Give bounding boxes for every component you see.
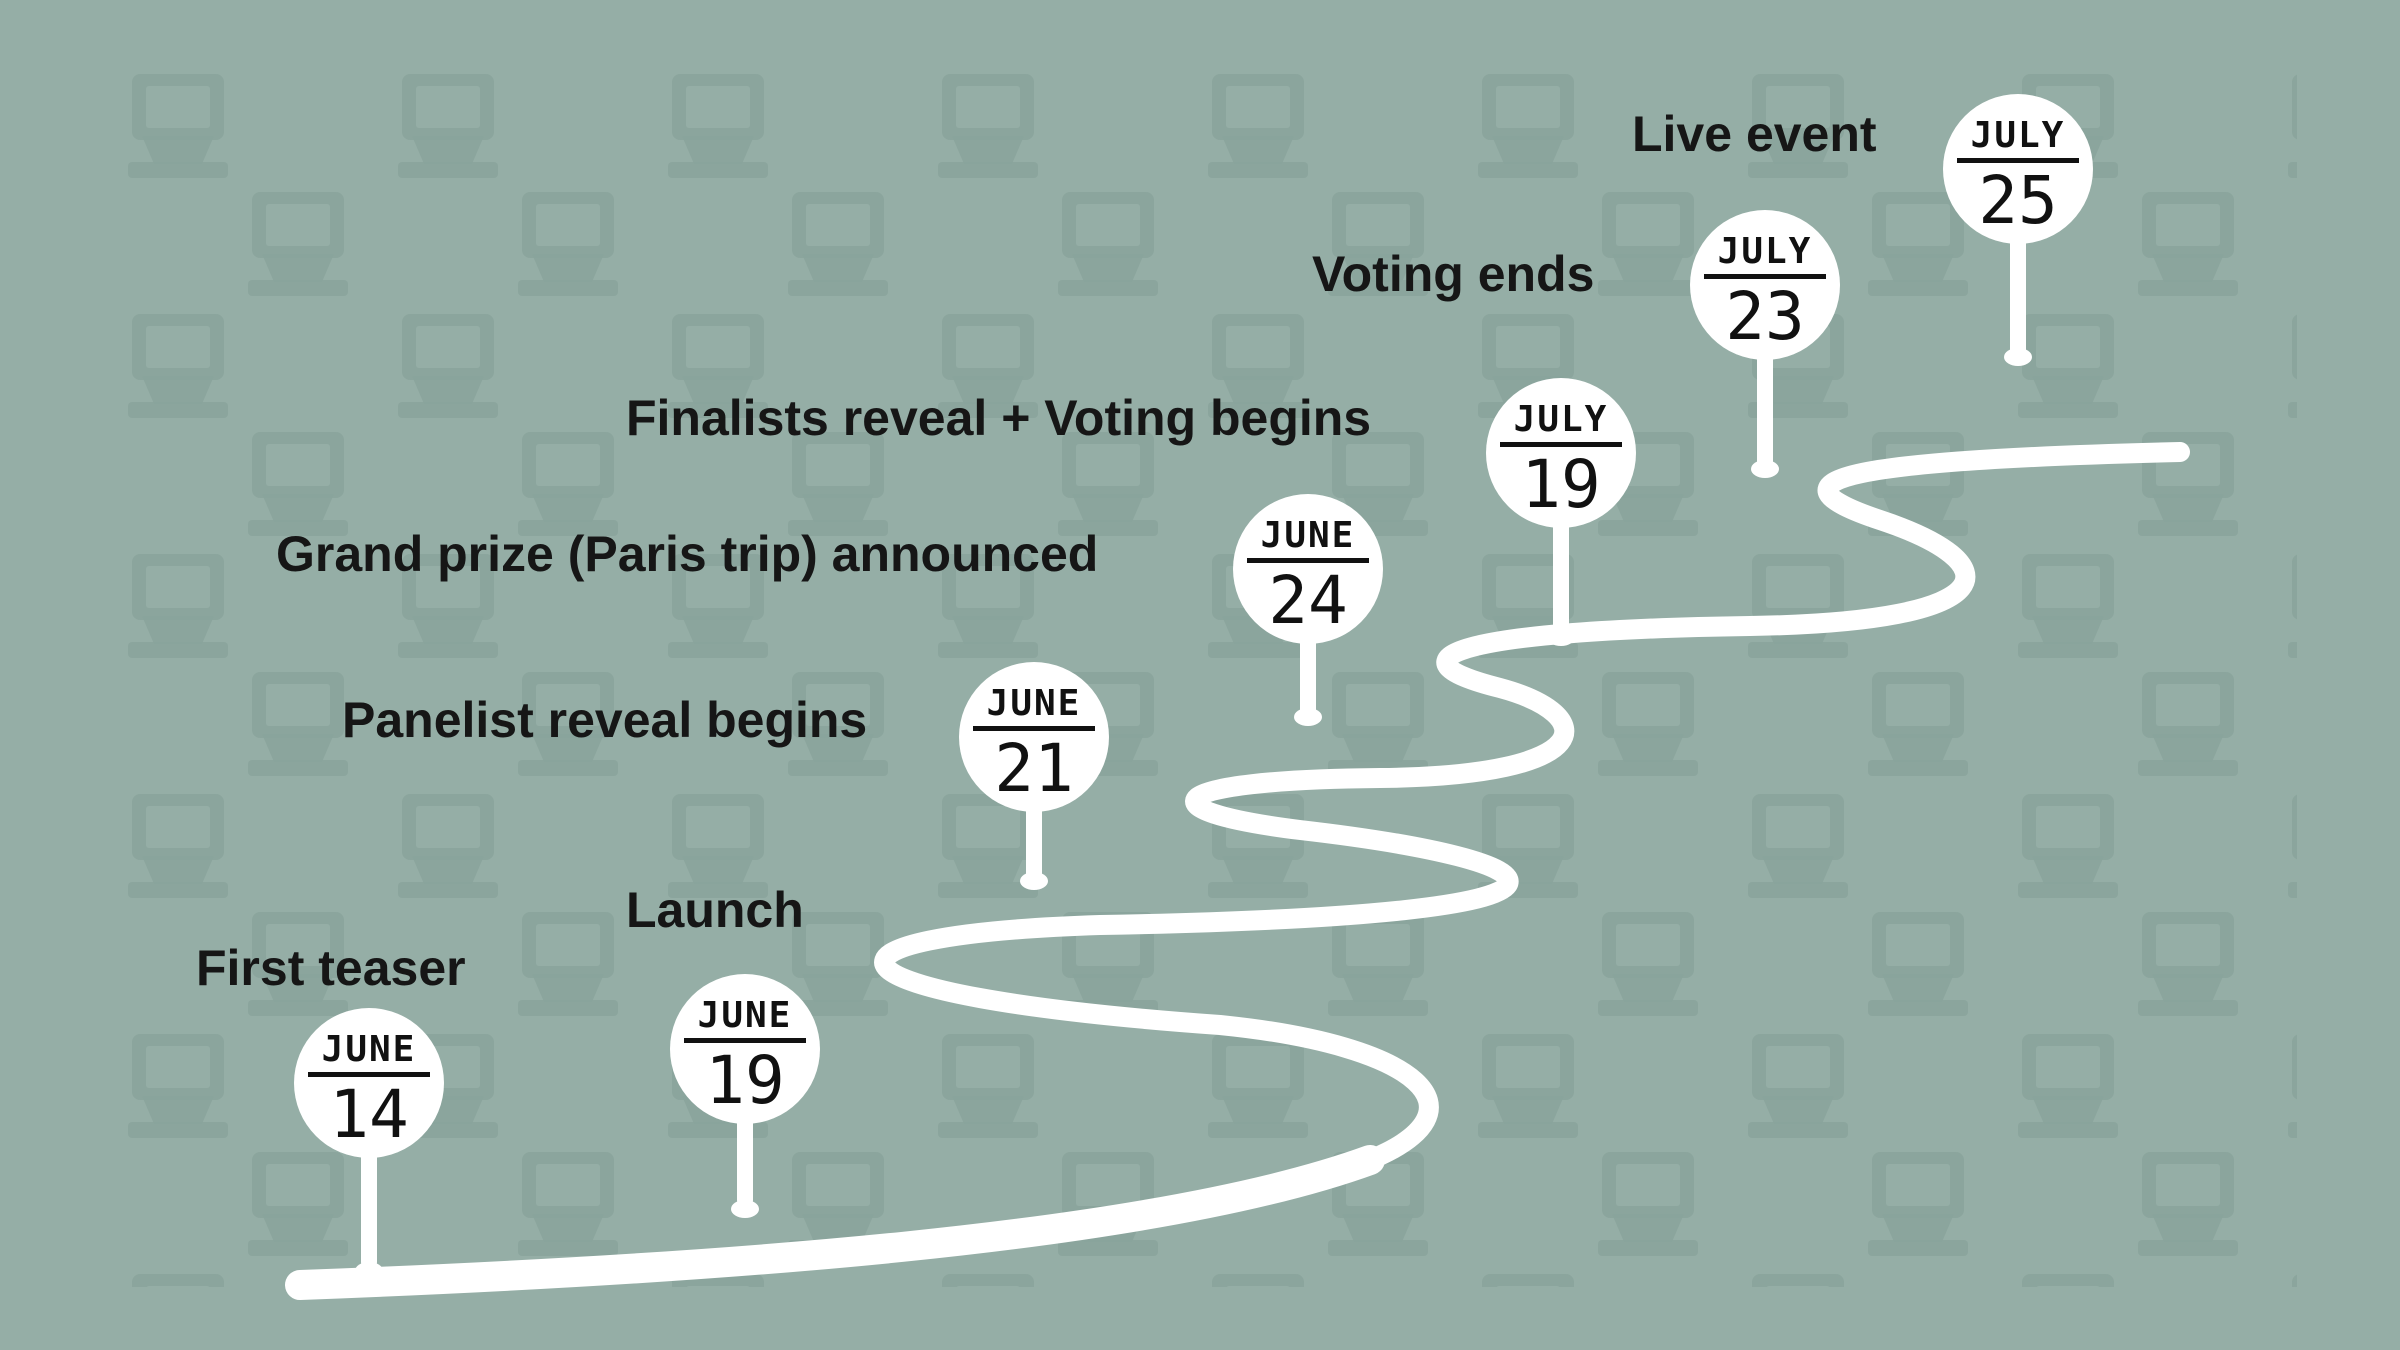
pin-day: 19 — [705, 1042, 785, 1119]
pin-day: 24 — [1268, 562, 1348, 639]
location-pin-icon: JUNE 19 — [670, 974, 820, 1124]
pin-foot — [1751, 460, 1779, 478]
pin-divider — [1957, 158, 2079, 163]
pin-month: JULY — [1970, 115, 2066, 156]
pin-day: 25 — [1978, 162, 2058, 239]
milestone-label-launch: Launch — [626, 882, 804, 938]
pin-foot — [1294, 708, 1322, 726]
milestone-label-first-teaser: First teaser — [196, 940, 466, 996]
pin-divider — [1704, 274, 1826, 279]
pin-month: JUNE — [1260, 515, 1356, 556]
pin-day: 23 — [1725, 278, 1805, 355]
location-pin-icon: JUNE 21 — [959, 662, 1109, 812]
location-pin-icon: JULY 23 — [1690, 210, 1840, 360]
milestone-label-voting-ends: Voting ends — [1312, 246, 1595, 302]
pin-stem — [1757, 350, 1773, 470]
milestone-label-finalists-reveal: Finalists reveal + Voting begins — [626, 390, 1372, 446]
pin-day: 19 — [1521, 446, 1601, 523]
pin-divider — [1500, 442, 1622, 447]
pin-divider — [1247, 558, 1369, 563]
pin-foot — [355, 1262, 383, 1280]
pin-month: JUNE — [986, 683, 1082, 724]
pin-stem — [361, 1148, 377, 1270]
pin-stem — [1553, 518, 1569, 638]
milestone-label-grand-prize: Grand prize (Paris trip) announced — [276, 526, 1099, 582]
location-pin-icon: JULY 19 — [1486, 378, 1636, 528]
pin-stem — [1026, 802, 1042, 882]
pin-divider — [973, 726, 1095, 731]
milestone-label-live-event: Live event — [1632, 106, 1877, 162]
laptop-pattern-background — [102, 62, 2297, 1287]
location-pin-icon: JULY 25 — [1943, 94, 2093, 244]
pin-foot — [1020, 872, 1048, 890]
pin-divider — [684, 1038, 806, 1043]
pin-foot — [731, 1200, 759, 1218]
pin-stem — [2010, 234, 2026, 358]
pin-day: 14 — [329, 1076, 409, 1153]
pin-month: JULY — [1513, 399, 1609, 440]
location-pin-icon: JUNE 24 — [1233, 494, 1383, 644]
pin-stem — [737, 1114, 753, 1208]
pin-day: 21 — [994, 730, 1074, 807]
pin-stem — [1300, 634, 1316, 720]
milestone-label-panelist-reveal: Panelist reveal begins — [342, 692, 868, 748]
location-pin-icon: JUNE 14 — [294, 1008, 444, 1158]
pin-foot — [2004, 348, 2032, 366]
pin-month: JUNE — [697, 995, 793, 1036]
pin-month: JULY — [1717, 231, 1813, 272]
pin-foot — [1547, 628, 1575, 646]
pin-divider — [308, 1072, 430, 1077]
pin-month: JUNE — [321, 1029, 417, 1070]
